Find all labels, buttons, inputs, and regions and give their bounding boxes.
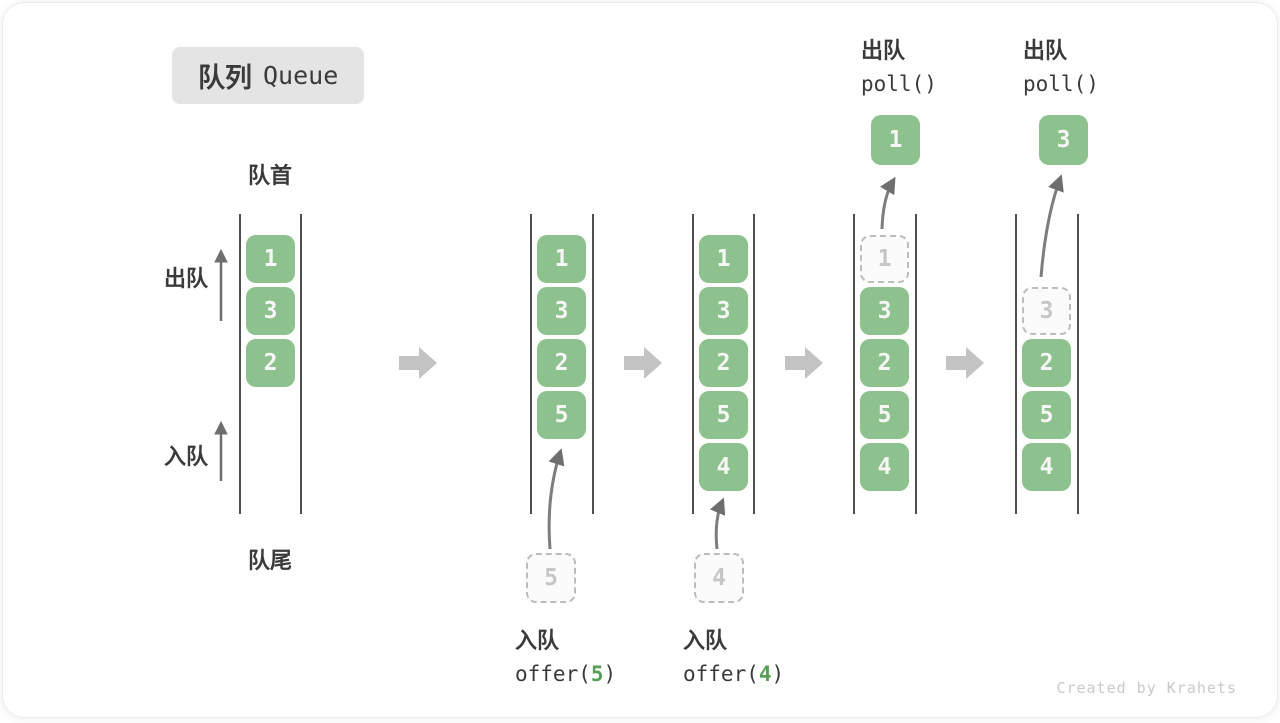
enqueue-label: 入队	[164, 444, 209, 469]
queue-0-left-wall	[239, 214, 241, 514]
removed-item-ghost: 1	[860, 235, 909, 283]
diagram-title: 队列 Queue	[172, 47, 365, 104]
watermark: Created by Krahets	[1056, 679, 1237, 697]
operation-label: 出队	[1023, 38, 1068, 63]
queue-item: 2	[699, 339, 748, 387]
queue-2-left-wall	[692, 214, 694, 514]
queue-item: 2	[1022, 339, 1071, 387]
queue-item: 2	[860, 339, 909, 387]
queue-item: 3	[860, 287, 909, 335]
queue-item: 1	[537, 235, 586, 283]
arrows-overlay	[214, 174, 1064, 550]
queue-item: 4	[860, 443, 909, 491]
operation-poll-first: 出队 poll()	[861, 33, 937, 96]
queue-item: 1	[699, 235, 748, 283]
queue-item: 4	[1022, 443, 1071, 491]
queue-rear-label: 队尾	[247, 548, 292, 573]
enqueue-4-arrow	[709, 497, 726, 550]
queue-1-right-wall	[592, 214, 594, 514]
queue-item: 5	[699, 391, 748, 439]
queue-front-label: 队首	[247, 163, 292, 188]
operation-label: 入队	[515, 628, 560, 653]
operation-label: 入队	[683, 628, 728, 653]
operation-label: 出队	[861, 38, 906, 63]
queue-item: 5	[537, 391, 586, 439]
queue-item: 5	[860, 391, 909, 439]
queue-2-right-wall	[753, 214, 755, 514]
polled-item: 1	[871, 115, 920, 165]
queue-1-left-wall	[530, 214, 532, 514]
queue-item: 4	[699, 443, 748, 491]
operation-enqueue-5: 入队 offer(5)	[515, 623, 616, 686]
step-arrow-icon	[624, 347, 662, 379]
polled-item: 3	[1039, 115, 1088, 165]
step-arrow-icon	[399, 347, 437, 379]
queue-4-left-wall	[1015, 214, 1017, 514]
operation-code: offer(4)	[683, 662, 785, 686]
step-arrow-icon	[946, 347, 984, 379]
enqueue-5-arrow	[547, 448, 565, 550]
incoming-item-ghost: 4	[694, 553, 744, 603]
queue-item: 5	[1022, 391, 1071, 439]
poll-1-arrow	[880, 176, 896, 230]
queue-3-left-wall	[853, 214, 855, 514]
removed-item-ghost: 3	[1022, 287, 1071, 335]
queue-item: 3	[246, 287, 295, 335]
queue-item: 2	[537, 339, 586, 387]
queue-item: 1	[246, 235, 295, 283]
queue-item: 2	[246, 339, 295, 387]
operation-code: offer(5)	[515, 662, 617, 686]
queue-0-right-wall	[300, 214, 302, 514]
operation-code: poll()	[1023, 72, 1099, 96]
operation-code: poll()	[861, 72, 937, 96]
poll-3-arrow	[1039, 174, 1064, 278]
queue-3-right-wall	[915, 214, 917, 514]
operation-enqueue-4: 入队 offer(4)	[683, 623, 784, 686]
title-english: Queue	[263, 61, 339, 90]
queue-item: 3	[537, 287, 586, 335]
dequeue-label: 出队	[164, 266, 209, 291]
operation-poll-second: 出队 poll()	[1023, 33, 1099, 96]
queue-4-right-wall	[1077, 214, 1079, 514]
queue-item: 3	[699, 287, 748, 335]
title-chinese: 队列	[198, 63, 252, 93]
step-arrow-icon	[785, 347, 823, 379]
incoming-item-ghost: 5	[526, 553, 576, 603]
